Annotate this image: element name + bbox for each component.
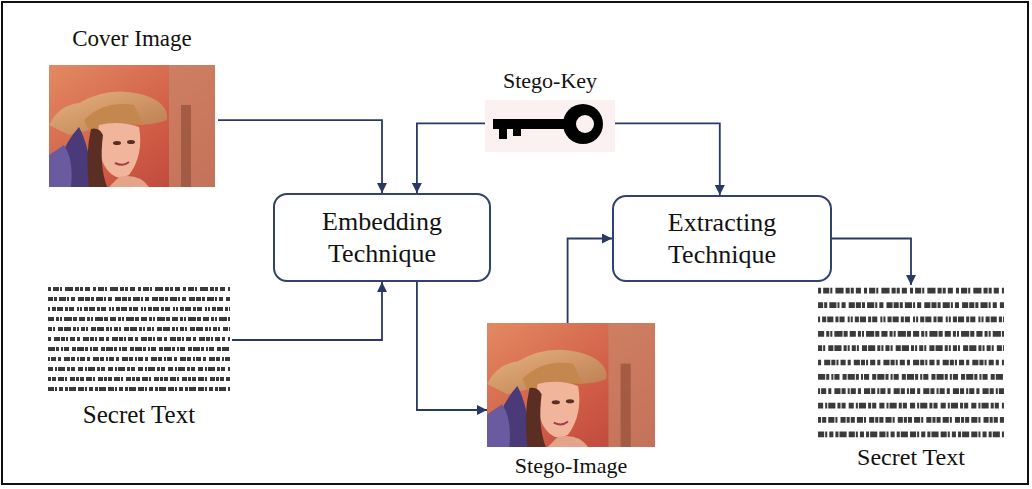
flow-arrow	[832, 239, 911, 286]
flow-arrow	[615, 123, 720, 195]
picture-caption: Secret Text	[857, 444, 965, 472]
flow-arrow	[417, 123, 485, 193]
flow-arrow	[568, 239, 612, 324]
picture-caption: Stego-Image	[515, 453, 627, 478]
secret-text-picture	[46, 285, 232, 393]
box-label: Extracting Technique	[624, 207, 820, 269]
box-label: Embedding Technique	[285, 206, 479, 268]
process-box: Embedding Technique	[273, 193, 491, 282]
picture-area	[46, 285, 232, 393]
picture-caption: Stego-Key	[503, 68, 597, 93]
flow-arrow	[417, 282, 487, 410]
picture-caption: Cover Image	[72, 26, 191, 52]
picture-node: Secret Text	[816, 285, 1006, 472]
cover-image-picture	[49, 65, 215, 187]
flow-arrow	[232, 282, 382, 340]
picture-caption: Secret Text	[83, 401, 195, 430]
picture-node: Stego-Image	[487, 323, 655, 478]
flow-arrow	[218, 120, 382, 193]
picture-area	[487, 323, 655, 447]
picture-node: Secret Text	[46, 285, 232, 430]
picture-area	[49, 58, 215, 180]
process-box: Extracting Technique	[612, 195, 832, 282]
stego-image-picture	[487, 323, 655, 447]
picture-area	[485, 97, 615, 149]
key-icon	[485, 100, 615, 152]
secret-text-picture	[816, 285, 1006, 440]
picture-node: Cover Image	[46, 26, 218, 180]
picture-node: Stego-Key	[485, 68, 615, 149]
picture-area	[816, 285, 1006, 440]
